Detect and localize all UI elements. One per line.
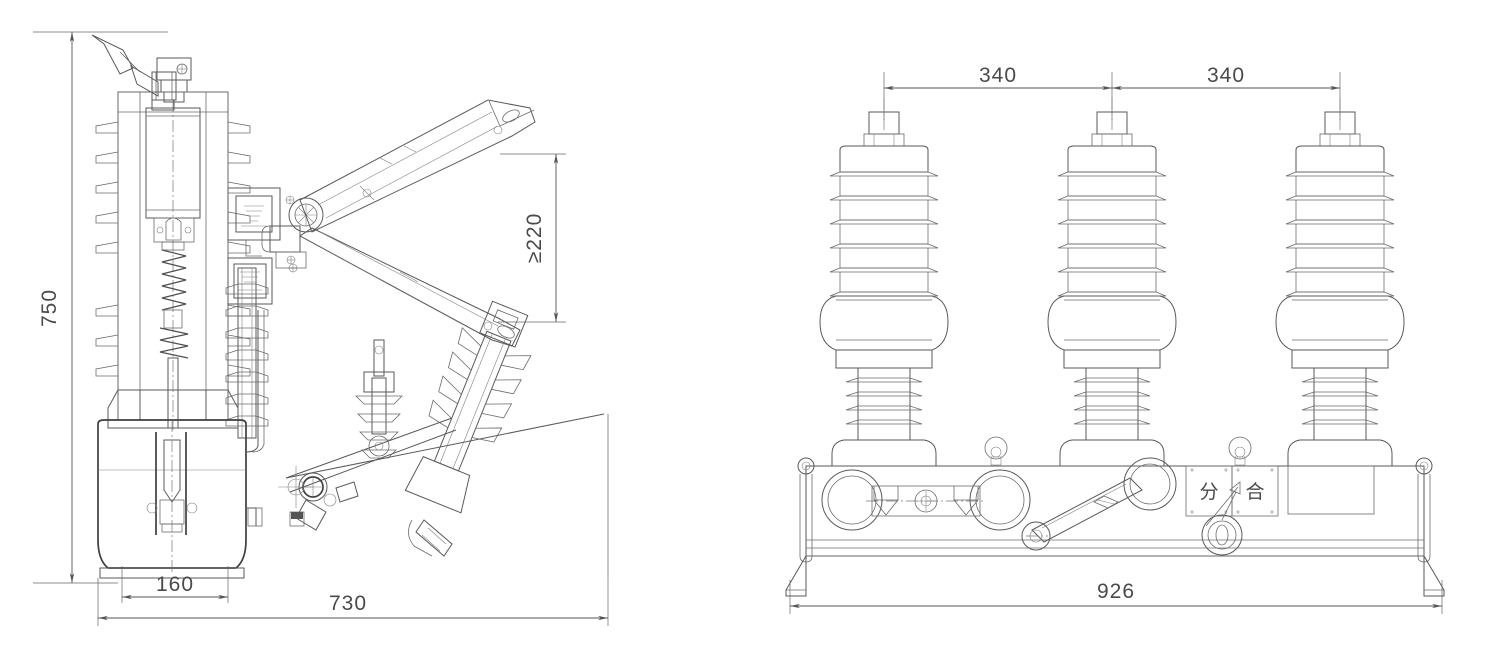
dimension-phase-spacing: 340 340 (883, 64, 1341, 120)
dimension-label-220: ≥220 (523, 213, 546, 264)
dimension-clearance-220: ≥220 (498, 153, 566, 323)
dimension-label-160: 160 (156, 573, 194, 596)
lower-linkage (278, 339, 609, 578)
connecting-rod-linkage (1021, 457, 1177, 551)
dimension-height-750: 750 (33, 31, 168, 584)
dimension-label-730: 730 (329, 592, 367, 615)
pole-c-lower-sheds (1301, 377, 1379, 425)
auxiliary-terminal-boxes (227, 187, 298, 305)
pole-c-upper-sheds (1285, 171, 1395, 297)
contact-spring-assembly (153, 217, 195, 429)
indicator-close-label: 合 (1245, 481, 1264, 503)
pole-a-lower-sheds (845, 377, 923, 425)
upper-drive-rod (91, 34, 177, 101)
operating-mechanism-box (97, 419, 247, 579)
dimension-label-340-right: 340 (1207, 64, 1245, 87)
base-frame: 分 合 (785, 436, 1445, 597)
pole-phase-b (1047, 98, 1177, 467)
pole-b-lower-sheds (1073, 377, 1151, 425)
center-mark (278, 466, 314, 508)
dimension-base-926: 926 (789, 580, 1443, 614)
pole-b-upper-sheds (1057, 171, 1167, 297)
dimension-label-340-left: 340 (979, 64, 1017, 87)
dimension-label-750: 750 (38, 289, 61, 327)
indicator-open-label: 分 (1199, 481, 1218, 503)
pole-phase-c (1275, 98, 1405, 467)
front-view: 340 340 (785, 64, 1445, 614)
mounting-foot-left (785, 554, 807, 597)
position-indicator-plate[interactable]: 分 合 (1185, 465, 1279, 517)
pole-sheds-left (95, 121, 119, 377)
tilted-contact-insulator (404, 300, 532, 557)
nameplate (1287, 465, 1375, 515)
pole-phase-a (819, 98, 949, 467)
post-insulator-column (225, 267, 269, 439)
top-pivot-lug-right (1228, 436, 1252, 466)
dimension-label-926: 926 (1097, 580, 1135, 603)
isolator-blade-arms (245, 99, 536, 347)
pole-a-upper-sheds (829, 171, 939, 297)
conduit-pipe (245, 310, 265, 527)
top-pivot-lug-left (984, 436, 1008, 466)
dimension-base-160: 160 (121, 566, 229, 603)
dimension-length-730: 730 (97, 578, 609, 626)
mounting-foot-right (1423, 554, 1445, 597)
side-view: 750 (33, 31, 609, 626)
drive-shaft-bearings (821, 469, 1031, 531)
compression-spring (161, 249, 187, 311)
rotary-indicator-knob[interactable] (1201, 481, 1243, 556)
